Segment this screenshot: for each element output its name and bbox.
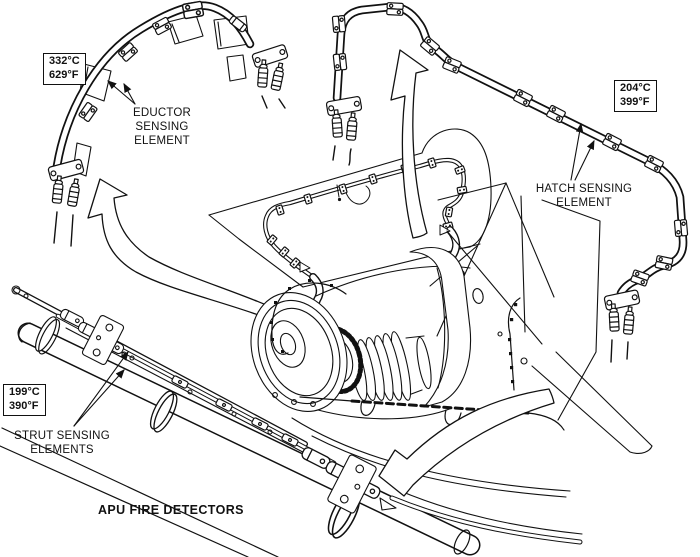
label-strut-line2: ELEMENTS — [30, 444, 94, 456]
temp-hatch-celsius: 204°C — [620, 82, 651, 94]
temp-box-eductor: 332°C 629°F — [43, 53, 86, 85]
apu-engine — [250, 182, 653, 498]
strut-sensor-bracket-mid — [299, 445, 583, 545]
apu-lower-sensing-element — [299, 396, 565, 431]
callout-arrow-hatch — [390, 49, 429, 239]
label-hatch-line1: HATCH SENSING — [535, 183, 633, 195]
temp-eductor-celsius: 332°C — [49, 55, 80, 67]
temp-strut-celsius: 199°C — [9, 386, 40, 398]
label-hatch-line2: ELEMENT — [556, 197, 612, 209]
eductor-connectors-left — [47, 158, 85, 247]
eductor-connectors-right — [251, 43, 289, 109]
eductor-sensing-element — [47, 0, 289, 247]
strut-sensor-bracket-forward — [58, 307, 135, 366]
label-eductor-line3: ELEMENT — [134, 135, 190, 147]
label-eductor-line1: EDUCTOR — [132, 107, 192, 119]
label-eductor-sensing-element: EDUCTOR SENSING ELEMENT — [112, 106, 212, 148]
temp-box-strut: 199°C 390°F — [3, 384, 46, 416]
hatch-connectors-upper — [325, 95, 363, 166]
temp-eductor-fahrenheit: 629°F — [49, 68, 79, 81]
leader-lines — [73, 80, 595, 427]
strut-assembly — [0, 285, 583, 557]
temp-hatch-fahrenheit: 399°F — [620, 95, 650, 108]
hatch-sensing-element — [325, 1, 689, 363]
callout-arrow-strut — [378, 388, 555, 497]
label-eductor-line2: SENSING — [135, 121, 189, 133]
label-hatch-sensing-element: HATCH SENSING ELEMENT — [508, 182, 660, 210]
temp-box-hatch: 204°C 399°F — [614, 80, 657, 112]
label-strut-sensing-elements: STRUT SENSING ELEMENTS — [8, 429, 116, 457]
temp-strut-fahrenheit: 390°F — [9, 399, 39, 412]
label-strut-line1: STRUT SENSING — [14, 430, 110, 442]
hatch-connectors-lower — [603, 289, 641, 363]
diagram-title: APU FIRE DETECTORS — [98, 503, 244, 517]
